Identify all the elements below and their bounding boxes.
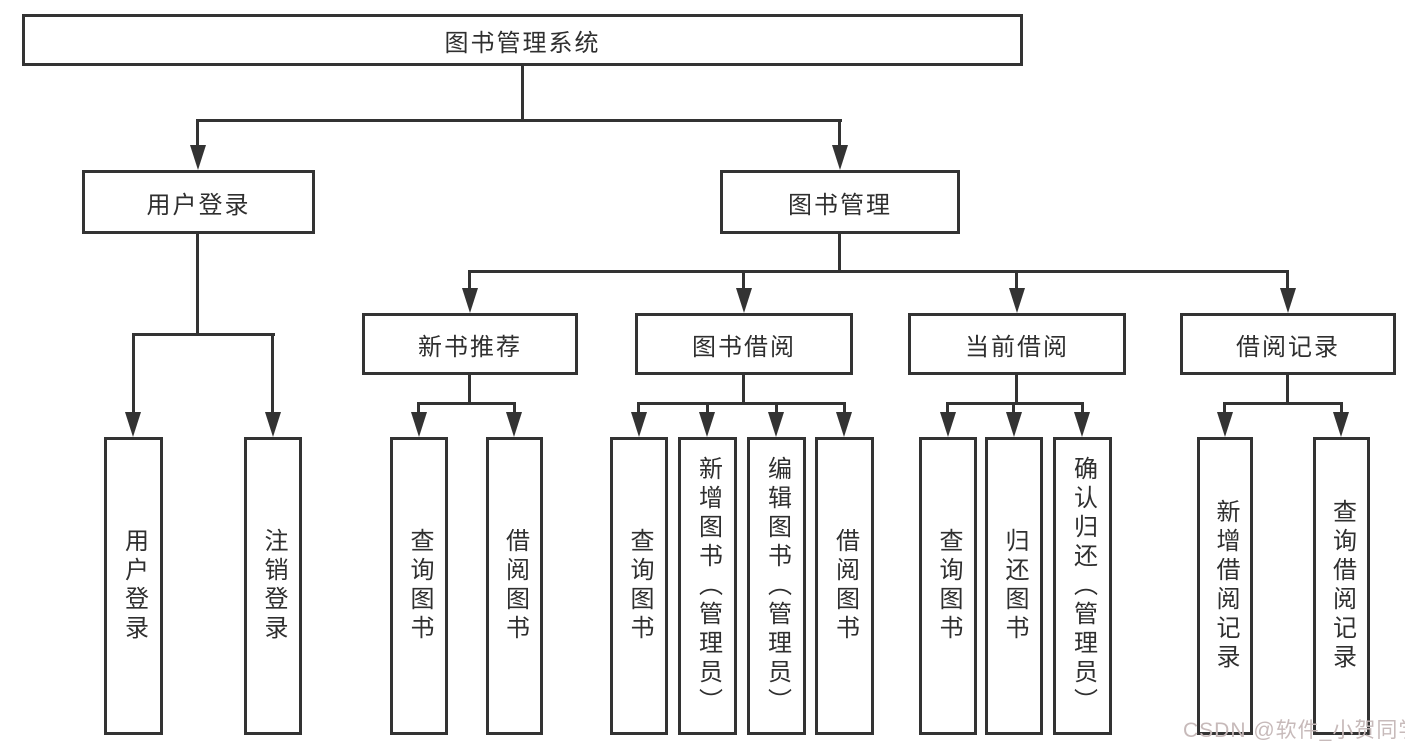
connector-current-borrow-bus (946, 402, 1084, 405)
node-book-management: 图书管理 (720, 170, 960, 234)
connector-borrow-records-drop (1286, 375, 1289, 405)
connector-drop-logout-leaf (271, 333, 274, 413)
connector-level1-bus (196, 119, 842, 122)
node-leaf-query-books-borrowing: 查询图书 (610, 437, 668, 735)
node-leaf-user-login: 用户登录 (104, 437, 163, 735)
connector-drop-current-borrow (1015, 270, 1018, 290)
connector-drop-book-management (838, 119, 841, 149)
node-library-management-system: 图书管理系统 (22, 14, 1023, 66)
arrowhead-borrow-records (1280, 288, 1296, 313)
connector-drop-g2c1 (417, 402, 420, 416)
node-leaf-borrow-books-recommend: 借阅图书 (486, 437, 543, 735)
connector-new-book-bus (417, 402, 516, 405)
arrowhead-g4c2 (1006, 412, 1022, 437)
connector-drop-g3c4 (843, 402, 846, 416)
arrowhead-g3c1 (631, 412, 647, 437)
connector-borrow-records-bus (1223, 402, 1343, 405)
node-leaf-return-books: 归还图书 (985, 437, 1043, 735)
connector-drop-g3c2 (706, 402, 709, 416)
node-new-book-recommend: 新书推荐 (362, 313, 578, 375)
arrowhead-logout-leaf (265, 412, 281, 437)
connector-drop-g5c1 (1223, 402, 1226, 416)
arrowhead-login-leaf (125, 412, 141, 437)
node-leaf-logout: 注销登录 (244, 437, 302, 735)
node-user-login: 用户登录 (82, 170, 315, 234)
connector-user-login-bus (132, 333, 275, 336)
arrowhead-g3c4 (836, 412, 852, 437)
arrowhead-g4c3 (1074, 412, 1090, 437)
node-leaf-query-books-recommend: 查询图书 (390, 437, 448, 735)
node-leaf-query-borrow-record: 查询借阅记录 (1313, 437, 1370, 735)
arrowhead-g4c1 (940, 412, 956, 437)
connector-drop-user-login (196, 119, 199, 149)
node-leaf-add-books-admin: 新增图书（管理员） (678, 437, 737, 735)
connector-drop-g4c3 (1081, 402, 1084, 416)
connector-drop-g2c2 (513, 402, 516, 416)
arrowhead-g3c2 (699, 412, 715, 437)
node-leaf-edit-books-admin: 编辑图书（管理员） (747, 437, 806, 735)
arrowhead-g3c3 (768, 412, 784, 437)
connector-drop-g3c1 (637, 402, 640, 416)
node-leaf-add-borrow-record: 新增借阅记录 (1197, 437, 1253, 735)
arrowhead-user-login (190, 145, 206, 170)
arrowhead-new-book (462, 288, 478, 313)
arrowhead-book-management (832, 145, 848, 170)
connector-user-login-drop (196, 234, 199, 336)
node-borrowing-records: 借阅记录 (1180, 313, 1396, 375)
connector-drop-new-book (468, 270, 471, 290)
node-book-borrowing: 图书借阅 (635, 313, 853, 375)
connector-drop-g3c3 (775, 402, 778, 416)
arrowhead-g2c2 (506, 412, 522, 437)
arrowhead-book-borrow (736, 288, 752, 313)
arrowhead-g5c1 (1217, 412, 1233, 437)
arrowhead-g2c1 (411, 412, 427, 437)
connector-drop-g4c2 (1012, 402, 1015, 416)
connector-level2-bus (468, 270, 1289, 273)
connector-drop-login-leaf (132, 333, 135, 413)
node-leaf-borrow-books-borrowing: 借阅图书 (815, 437, 874, 735)
connector-root-drop (521, 66, 524, 121)
connector-drop-book-borrow (742, 270, 745, 290)
node-leaf-query-books-current: 查询图书 (919, 437, 977, 735)
connector-book-borrow-drop (742, 375, 745, 405)
arrowhead-current-borrow (1009, 288, 1025, 313)
node-current-borrowing: 当前借阅 (908, 313, 1126, 375)
connector-new-book-drop (468, 375, 471, 405)
connector-drop-g5c2 (1340, 402, 1343, 416)
node-leaf-confirm-return-admin: 确认归还（管理员） (1053, 437, 1112, 735)
connector-drop-borrow-records (1286, 270, 1289, 290)
connector-book-management-drop (838, 234, 841, 272)
connector-book-borrow-bus (637, 402, 846, 405)
watermark-text: CSDN @软件_小贺同学 (1183, 719, 1405, 742)
connector-drop-g4c1 (946, 402, 949, 416)
arrowhead-g5c2 (1333, 412, 1349, 437)
connector-current-borrow-drop (1015, 375, 1018, 405)
